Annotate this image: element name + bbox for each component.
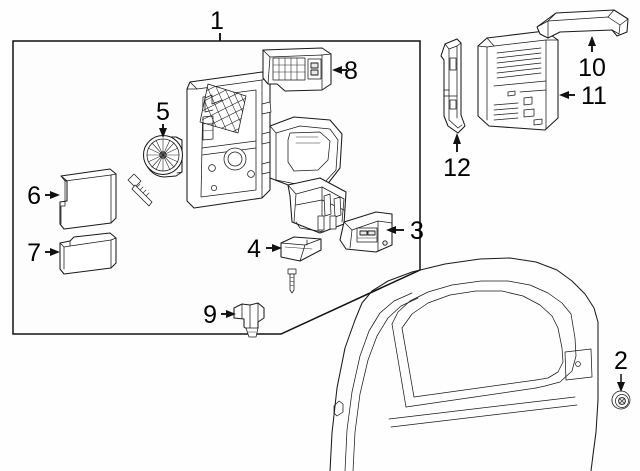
part-upper-trim-cap	[536, 9, 629, 39]
part-elbow-fitting	[233, 302, 265, 338]
callout-12: 12	[443, 133, 471, 182]
part-door-grommet	[611, 390, 631, 410]
callout-9: 9	[203, 301, 236, 329]
callout-2: 2	[614, 347, 628, 392]
callout-4: 4	[247, 235, 282, 263]
part-mirror-connector	[339, 211, 393, 253]
part-mirror-glass-lower	[59, 232, 117, 275]
callout-1-label: 1	[210, 7, 224, 35]
callout-7-label: 7	[27, 239, 41, 267]
callout-10: 10	[578, 36, 606, 82]
callout-11: 11	[559, 82, 607, 110]
callout-11-label: 11	[581, 82, 607, 110]
part-mirror-glass-upper	[59, 168, 117, 230]
part-mirror-head-housing	[186, 71, 347, 234]
callout-8: 8	[332, 57, 358, 85]
callout-3: 3	[386, 217, 424, 245]
callout-9-label: 9	[203, 301, 217, 329]
part-louvered-cover-panel	[477, 30, 559, 131]
callout-7: 7	[27, 239, 60, 267]
part-door-outline	[329, 257, 599, 471]
part-mirror-actuator	[142, 134, 184, 178]
part-turn-signal-lamp	[262, 47, 332, 92]
callout-12-label: 12	[443, 154, 471, 182]
part-vertical-bracket	[440, 38, 466, 134]
callout-4-label: 4	[247, 235, 261, 263]
callout-3-label: 3	[410, 217, 424, 245]
part-actuator-screw	[127, 173, 153, 207]
callout-10-label: 10	[578, 54, 606, 82]
callout-1: 1	[210, 7, 224, 41]
callout-2-label: 2	[614, 347, 628, 375]
callout-6-label: 6	[27, 182, 41, 210]
callout-8-label: 8	[344, 57, 358, 85]
callout-5-label: 5	[156, 98, 170, 126]
callout-6: 6	[27, 182, 60, 210]
part-shim-screw	[287, 268, 297, 294]
callout-5: 5	[156, 98, 170, 138]
part-shim-plate	[280, 236, 322, 262]
